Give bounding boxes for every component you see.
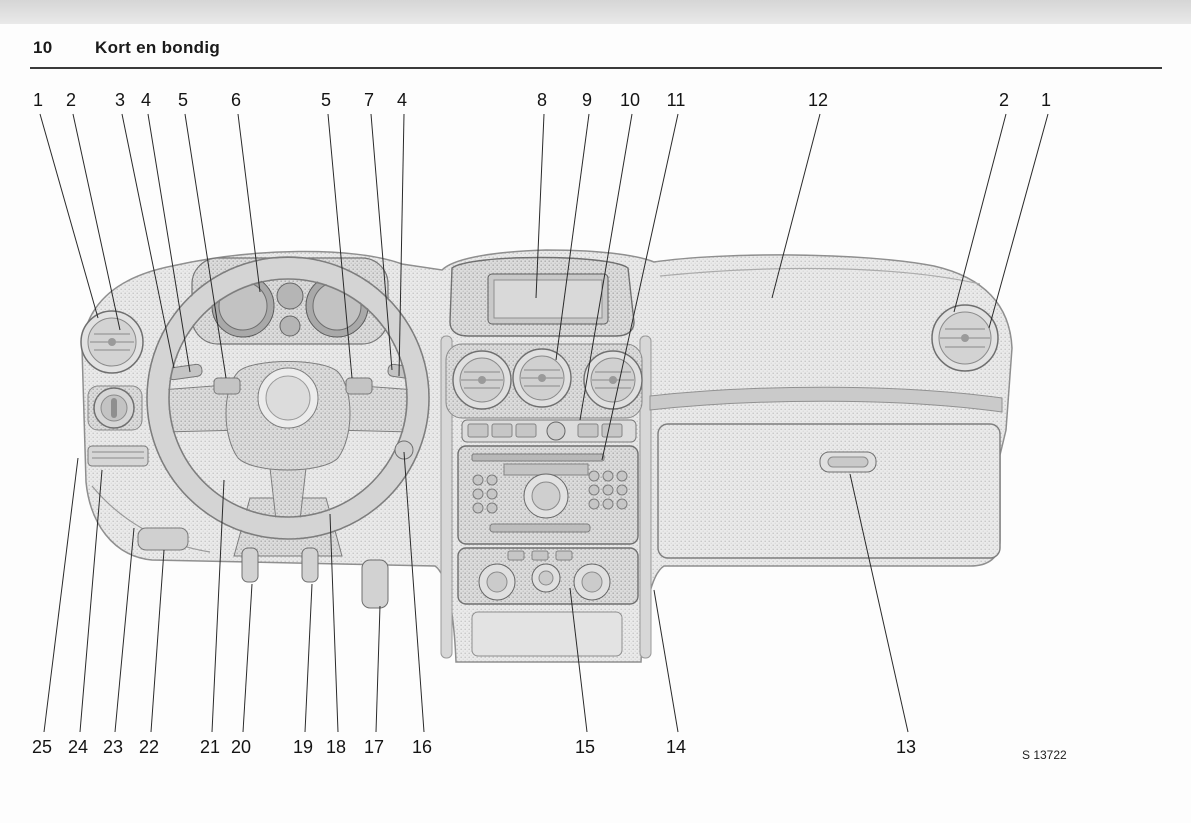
center-air-vents — [445, 343, 643, 419]
radio-unit — [457, 445, 639, 545]
left-air-vent — [80, 310, 144, 374]
leader-line — [242, 583, 253, 733]
callout-label: 15 — [574, 737, 596, 757]
callout-label: 21 — [199, 737, 221, 757]
leader-line — [72, 113, 121, 331]
callout-label: 8 — [536, 90, 548, 110]
callout-label: 13 — [895, 737, 917, 757]
leader-line — [849, 473, 909, 733]
callout-label: 9 — [581, 90, 593, 110]
leader-line — [403, 451, 425, 733]
leader-line — [114, 527, 135, 733]
callout-label: 23 — [102, 737, 124, 757]
page-number: 10 — [33, 38, 53, 57]
callout-label: 4 — [140, 90, 152, 110]
leader-line — [601, 113, 679, 461]
figure-reference: S 13722 — [1022, 748, 1067, 762]
leader-line — [329, 513, 339, 733]
callout-label: 1 — [1040, 90, 1052, 110]
callout-label: 24 — [67, 737, 89, 757]
leader-line — [398, 113, 405, 377]
light-switch — [87, 385, 143, 431]
lower-console — [471, 611, 623, 657]
callout-label: 25 — [31, 737, 53, 757]
steering-wheel — [146, 256, 430, 540]
leader-line — [43, 457, 79, 733]
leader-line — [184, 113, 227, 379]
callout-label: 16 — [411, 737, 433, 757]
callout-label: 18 — [325, 737, 347, 757]
callout-label: 5 — [177, 90, 189, 110]
column-levers — [241, 547, 389, 609]
leader-line — [375, 605, 381, 733]
callout-label: 10 — [619, 90, 641, 110]
leader-line — [953, 113, 1007, 313]
leader-line — [237, 113, 261, 293]
callout-label: 17 — [363, 737, 385, 757]
glove-box — [657, 423, 1001, 559]
callout-label: 14 — [665, 737, 687, 757]
page-title: Kort en bondig — [95, 38, 221, 57]
header-rule — [30, 67, 1162, 69]
leader-line — [39, 113, 99, 319]
right-air-vent — [931, 304, 999, 372]
callout-label: 3 — [114, 90, 126, 110]
page-top-shade — [0, 0, 1191, 24]
leader-lines — [39, 113, 1049, 733]
leader-line — [535, 113, 545, 299]
leader-line — [569, 587, 588, 733]
callout-label: 12 — [807, 90, 829, 110]
driver-lower-panel — [87, 445, 189, 551]
leader-line — [988, 113, 1049, 329]
leader-line — [771, 113, 821, 299]
callout-label: 7 — [363, 90, 375, 110]
leader-line — [211, 479, 225, 733]
leader-line — [653, 589, 679, 733]
callout-label: 2 — [65, 90, 77, 110]
callout-label: 2 — [998, 90, 1010, 110]
glove-box-handle — [819, 451, 877, 473]
callout-label: 11 — [666, 90, 686, 110]
leader-line — [121, 113, 175, 369]
center-display — [449, 256, 635, 337]
callout-label: 22 — [138, 737, 160, 757]
callout-label: 5 — [320, 90, 332, 110]
callout-label: 20 — [230, 737, 252, 757]
leader-line — [327, 113, 353, 379]
callout-label: 19 — [292, 737, 314, 757]
leader-line — [150, 549, 165, 733]
leader-line — [79, 469, 103, 733]
climate-controls — [457, 547, 639, 605]
callout-label: 1 — [32, 90, 44, 110]
switch-strip — [461, 419, 637, 443]
leader-line — [555, 113, 590, 361]
leader-line — [304, 583, 313, 733]
leader-line — [147, 113, 191, 373]
page-header: 10 Kort en bondig — [0, 38, 1191, 62]
leader-line — [579, 113, 633, 421]
leader-line — [370, 113, 393, 371]
callout-label: 4 — [396, 90, 408, 110]
callout-label: 6 — [230, 90, 242, 110]
